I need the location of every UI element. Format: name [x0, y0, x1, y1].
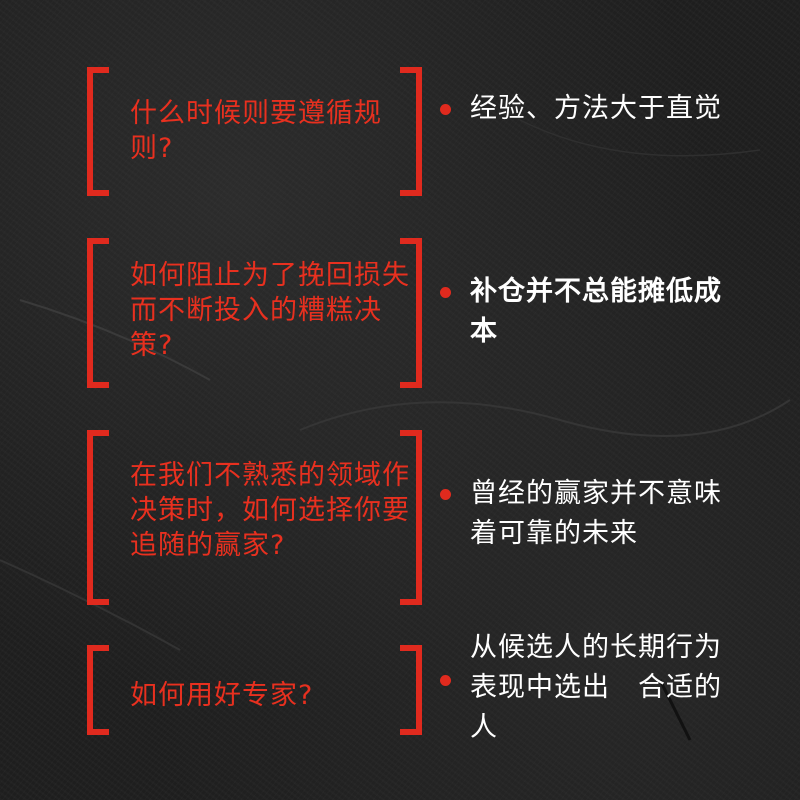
- right-bracket: [400, 238, 422, 388]
- bullet-dot: [440, 489, 451, 500]
- answer-text: 补仓并不总能摊低成本: [470, 276, 722, 347]
- left-bracket: [87, 238, 109, 388]
- left-bracket: [87, 67, 109, 196]
- question-text: 如何阻止为了挽回损失而不断投入的糟糕决策?: [130, 260, 410, 361]
- bullet-dot: [440, 287, 451, 298]
- right-bracket: [400, 645, 422, 735]
- scratch-line: [519, 119, 761, 157]
- answer-text: 曾经的赢家并不意味着可靠的未来: [470, 478, 722, 549]
- question-text: 如何用好专家?: [130, 680, 314, 711]
- right-bracket: [400, 67, 422, 196]
- bullet-dot: [440, 675, 451, 686]
- left-bracket: [87, 645, 109, 735]
- question-text: 在我们不熟悉的领域作决策时，如何选择你要追随的赢家?: [130, 460, 410, 561]
- scratch-line: [19, 299, 211, 381]
- scratch-line: [299, 399, 791, 437]
- question-text: 什么时候则要遵循规则?: [130, 98, 382, 164]
- answer-text: 经验、方法大于直觉: [470, 93, 722, 124]
- bullet-dot: [440, 104, 451, 115]
- right-bracket: [400, 430, 422, 605]
- scratch-line: [658, 679, 692, 741]
- left-bracket: [87, 430, 109, 605]
- answer-text: 从候选人的长期行为表现中选出 合适的人: [470, 632, 722, 743]
